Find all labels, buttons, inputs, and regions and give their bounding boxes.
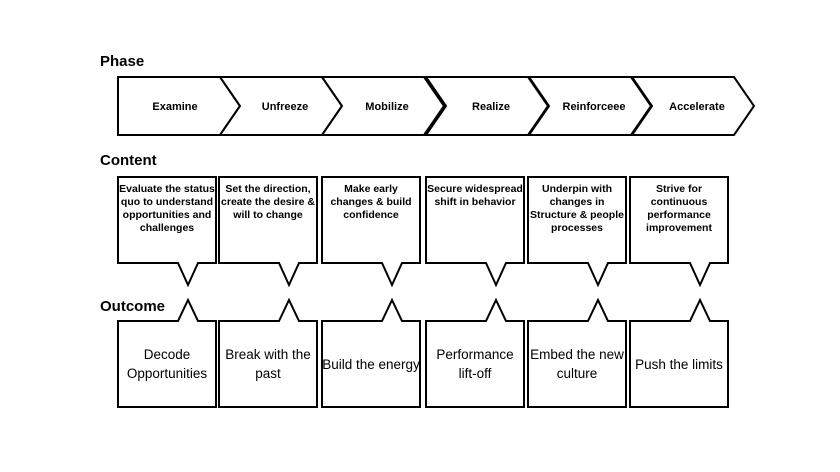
- phase-label-5: Reinforceee: [563, 101, 626, 113]
- content-text-6: Strive for continuous performance improv…: [646, 183, 712, 234]
- outcome-callouts: [117, 297, 729, 408]
- content-text-3: Make early changes & build confidence: [330, 183, 412, 221]
- outcome-text-1: Decode Opportunities: [126, 347, 208, 381]
- outcome-text-5: Embed the new culture: [530, 347, 624, 381]
- content-text-1: Evaluate the status quo to understand op…: [119, 183, 215, 234]
- outcome-text-3: Build the energy: [322, 356, 420, 372]
- content-callouts: [117, 176, 729, 288]
- outcome-callout: [425, 297, 525, 408]
- outcome-callout: [218, 297, 318, 408]
- content-callout: [321, 176, 421, 288]
- content-callout: [629, 176, 729, 288]
- outcome-text-4: Performance lift-off: [436, 347, 514, 381]
- phase-chevrons: Examine Unfreeze Mobilize Realize Reinforcee…: [117, 76, 756, 136]
- content-text-4: Secure widespread shift in behavior: [427, 183, 523, 208]
- content-label: Content: [100, 152, 157, 169]
- content-callout: [527, 176, 627, 288]
- outcome-label: Outcome: [100, 298, 166, 315]
- content-text-5: Underpin with changes in Structure & peo…: [530, 183, 624, 234]
- phase-chevron: [630, 76, 756, 136]
- phase-label-1: Examine: [152, 101, 197, 113]
- content-callout: [218, 176, 318, 288]
- phase-label-2: Unfreeze: [262, 101, 308, 113]
- phase-label-6: Accelerate: [669, 101, 725, 113]
- phase-chevron: [320, 76, 446, 136]
- phase-label-4: Realize: [472, 101, 510, 113]
- phase-label-3: Mobilize: [365, 101, 408, 113]
- outcome-text-6: Push the limits: [635, 356, 723, 372]
- outcome-text-2: Break with the past: [225, 347, 311, 381]
- content-callout: [425, 176, 525, 288]
- outcome-callout: [117, 297, 217, 408]
- outcome-callout: [527, 297, 627, 408]
- content-callout: [117, 176, 217, 288]
- phase-label: Phase: [100, 53, 145, 70]
- outcome-callout: [321, 297, 421, 408]
- outcome-callout: [629, 297, 729, 408]
- content-text-2: Set the direction, create the desire & w…: [221, 183, 315, 221]
